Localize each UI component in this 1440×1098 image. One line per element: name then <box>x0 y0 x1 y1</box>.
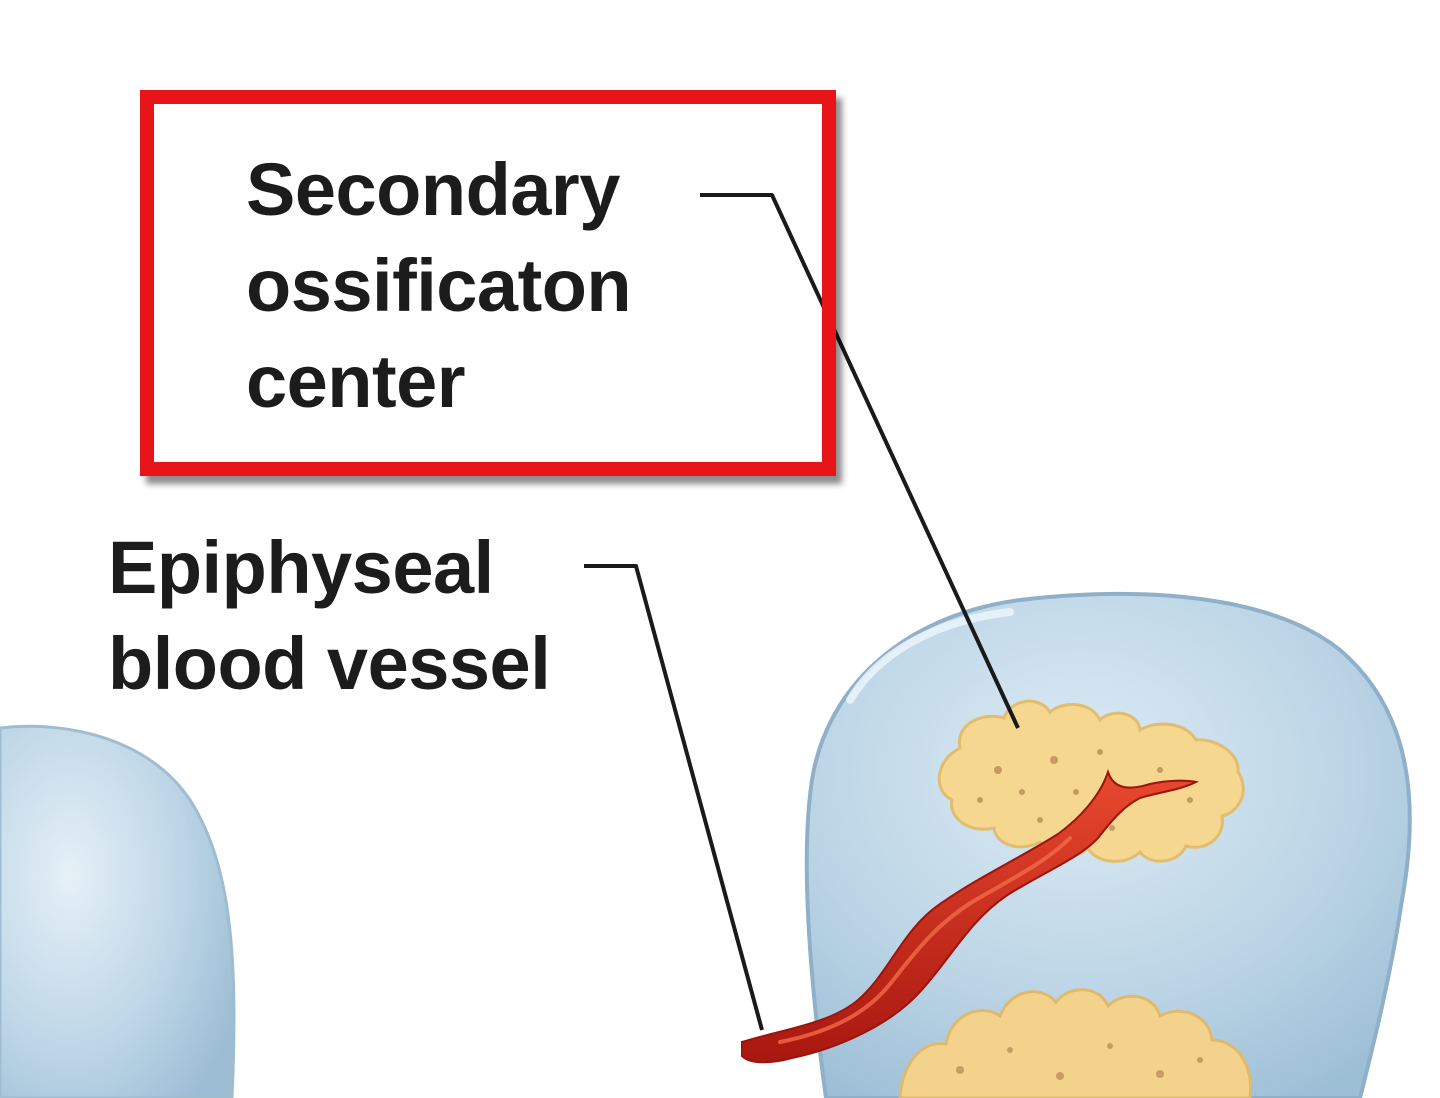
label-line: Secondary <box>246 148 620 231</box>
label-line: blood vessel <box>108 622 551 705</box>
epiphyseal-blood-vessel-label: Epiphyseal blood vessel <box>108 520 551 712</box>
epiphyseal-blood-vessel-shape <box>741 768 1200 1064</box>
left-epiphysis-cartilage <box>0 724 236 1098</box>
secondary-center-leader-line <box>700 193 1020 729</box>
lower-bone-speckles <box>956 1043 1203 1080</box>
vessel-leader-line <box>584 564 764 1031</box>
label-line: center <box>246 340 466 423</box>
label-line: Epiphyseal <box>108 526 494 609</box>
label-line: ossificaton <box>246 244 632 327</box>
vessel-highlight <box>778 836 1072 1044</box>
cartilage-highlight <box>846 608 1014 704</box>
secondary-ossification-center-label: Secondary ossificaton center <box>246 142 632 430</box>
lower-bone-tissue <box>898 988 1253 1098</box>
secondary-ossification-center-shape <box>937 699 1245 863</box>
highlight-box <box>140 90 836 476</box>
